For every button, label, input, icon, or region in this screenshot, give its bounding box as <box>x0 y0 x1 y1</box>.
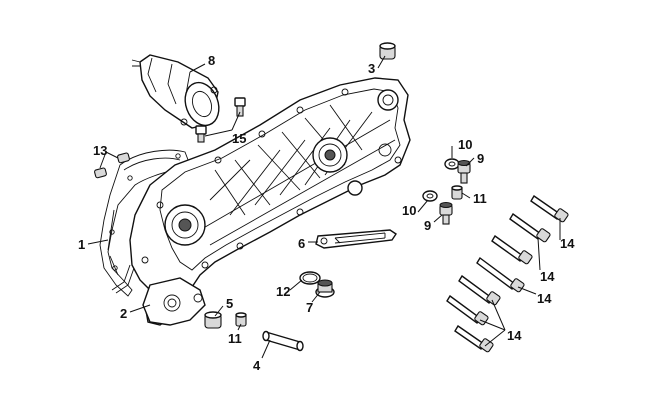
bracket <box>315 229 397 249</box>
callout-14-a: 14 <box>560 236 575 251</box>
upper-pin <box>451 185 463 200</box>
callout-9-upper: 9 <box>477 151 484 166</box>
callout-12: 12 <box>276 284 290 299</box>
bushing <box>379 42 396 60</box>
lower-washer <box>422 190 438 202</box>
callout-14-b: 14 <box>540 269 555 284</box>
o-ring <box>299 271 321 285</box>
callout-7: 7 <box>306 300 313 315</box>
lower-bolt <box>439 202 453 225</box>
callout-10-upper: 10 <box>458 137 472 152</box>
callout-3: 3 <box>368 61 375 76</box>
callout-labels: 8 3 15 13 1 2 5 11 4 10 9 11 10 9 6 12 7… <box>78 53 575 373</box>
callout-14-c: 14 <box>537 291 552 306</box>
leader-lines <box>87 55 561 359</box>
dowel-pins <box>94 152 130 179</box>
callout-13: 13 <box>93 143 107 158</box>
callout-10-lower: 10 <box>402 203 416 218</box>
callout-4: 4 <box>253 358 261 373</box>
crankcase-housing <box>111 77 411 326</box>
callout-15: 15 <box>232 131 246 146</box>
gasket <box>99 149 191 297</box>
upper-washer <box>444 158 460 170</box>
callout-11-lower: 11 <box>228 331 242 346</box>
callout-1: 1 <box>78 237 85 252</box>
starter-motor <box>131 54 220 129</box>
callout-14-d: 14 <box>507 328 522 343</box>
callout-8: 8 <box>208 53 215 68</box>
shaft <box>262 330 304 352</box>
callout-2: 2 <box>120 306 127 321</box>
callout-6: 6 <box>298 236 305 251</box>
starter-bolts <box>195 97 246 143</box>
callout-9-lower: 9 <box>424 218 431 233</box>
callout-11-upper: 11 <box>473 191 487 206</box>
drain-plug <box>315 279 335 298</box>
callout-5: 5 <box>226 296 233 311</box>
